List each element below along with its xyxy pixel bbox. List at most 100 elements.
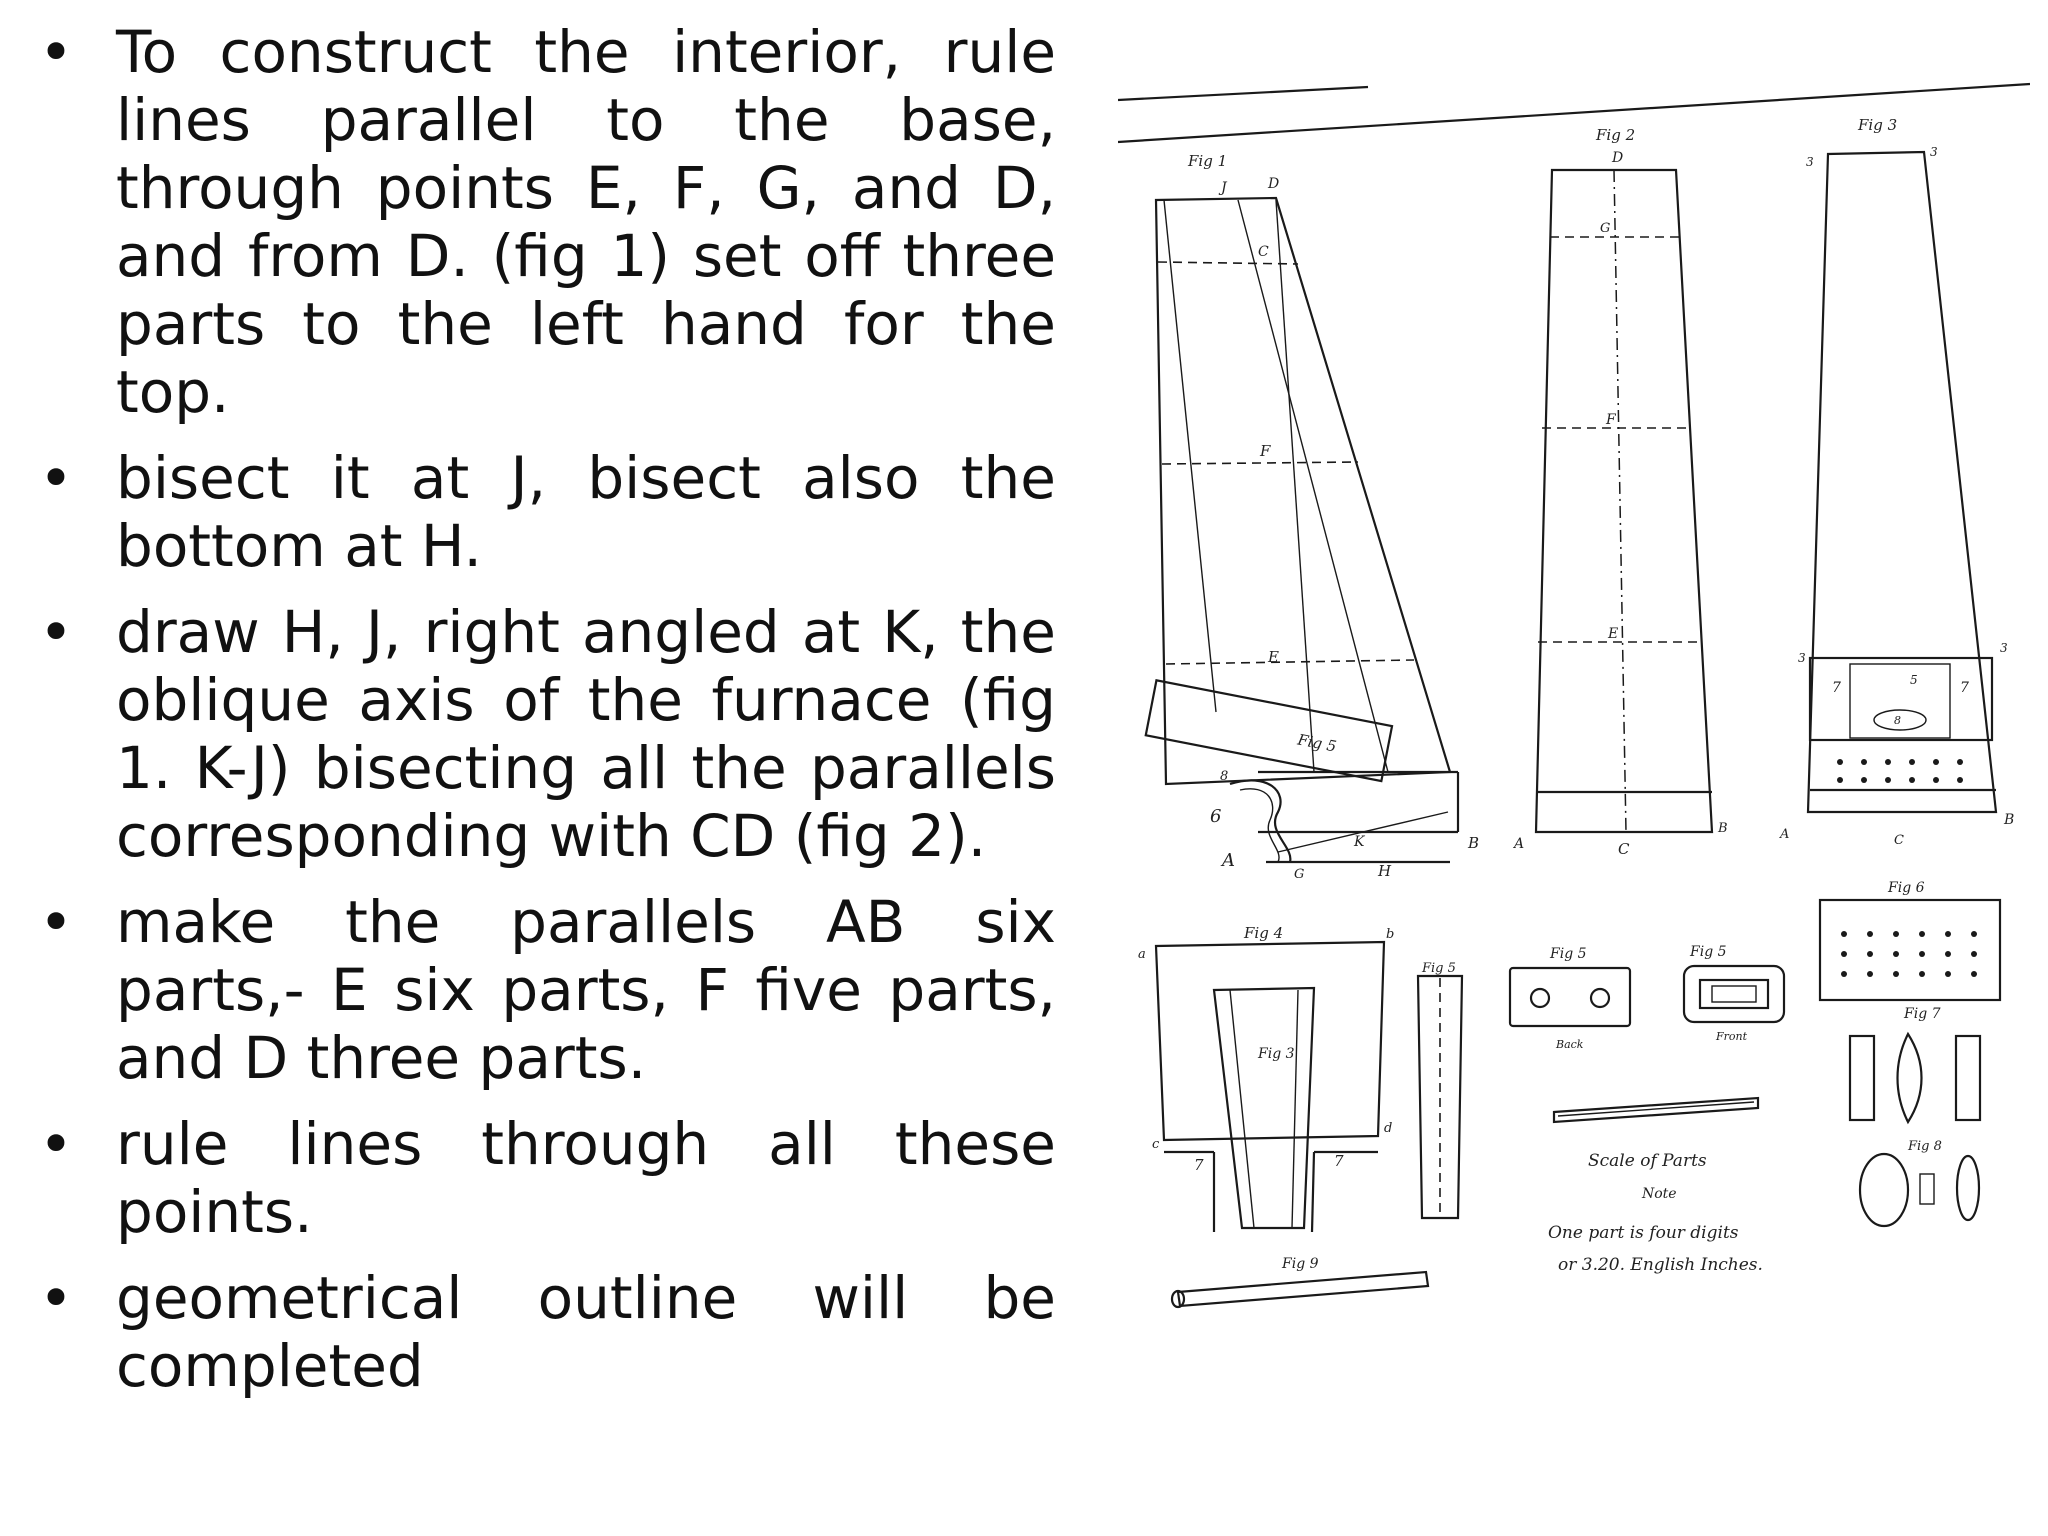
bullet-item: •bisect it at J, bisect also the bottom …: [30, 444, 1056, 580]
fig-5-back-label: Fig 5: [1549, 946, 1587, 962]
fig-4-corner-d: d: [1384, 1121, 1392, 1136]
fig-3-label: Fig 3: [1857, 116, 1897, 134]
fig-4-point-7-left: 7: [1194, 1156, 1204, 1174]
top-rule-left: [1118, 85, 1369, 102]
fig-4-plate: [1154, 940, 1386, 1142]
fig-1-label: Fig 1: [1187, 152, 1227, 170]
fig-6-holes: [1841, 931, 1977, 977]
bullet-item: •make the parallels AB six parts,- E six…: [30, 888, 1056, 1092]
fig-4-corner-b: b: [1386, 927, 1394, 942]
fig-1-axis: [1237, 199, 1389, 773]
note-line-2: or 3.20. English Inches.: [1558, 1255, 1763, 1275]
fig-2-point-d: D: [1611, 150, 1623, 166]
fig-4-step-right-down: [1310, 1151, 1316, 1233]
fig-3-point-3-mid-left: 3: [1798, 651, 1806, 665]
fig-1: Fig 1 J D C F E: [1154, 152, 1479, 882]
fig-3-point-3-top-left: 3: [1806, 155, 1814, 169]
bullet-text: rule lines through all these points.: [116, 1110, 1056, 1246]
fig-1-point-a: A: [1220, 850, 1235, 871]
fig-6: Fig 6: [1818, 880, 2002, 1002]
bullet-dot: •: [38, 444, 74, 512]
fig-8-block: [1919, 1173, 1935, 1205]
fig-9: Fig 9: [1170, 1256, 1430, 1309]
fig-1-parallel-c: [1157, 261, 1299, 265]
fig-5-inset-label: Fig 5: [1295, 730, 1338, 755]
fig-1-grate-inner: [1239, 788, 1280, 863]
fig-5-back-hole-left: [1529, 987, 1551, 1009]
bullet-item: • To construct the interior, rule lines p…: [30, 18, 1056, 426]
fig-3-point-7-left: 7: [1832, 680, 1841, 696]
fig-2-point-c: C: [1618, 840, 1630, 858]
bullet-dot: •: [38, 598, 74, 666]
fig-7-bar-left: [1848, 1034, 1876, 1122]
furnace-drawing: Fig 1 J D C F E: [1118, 72, 2030, 1340]
fig-1-parallel-e: [1165, 659, 1415, 665]
fig-9-bar-end: [1170, 1289, 1186, 1309]
bullet-text: To construct the interior, rule lines pa…: [116, 18, 1056, 426]
fig-3: Fig 3 3 3 7 7 5 8 3 3 A B C: [1779, 116, 2014, 848]
fig-3-point-a: A: [1779, 827, 1789, 842]
bullet-item: •rule lines through all these points.: [30, 1110, 1056, 1246]
fig-1-point-k: K: [1353, 834, 1366, 850]
fig-3-outline: [1806, 150, 1998, 814]
fig-4: Fig 4 a b Fig 3 c d 7 7: [1138, 924, 1394, 1233]
fig-7: Fig 7: [1848, 1006, 1982, 1125]
bullet-text: draw H, J, right angled at K, the obliqu…: [116, 598, 1056, 870]
fig-4-corner-a: a: [1138, 947, 1146, 962]
fig-7-bar-curved: [1896, 1031, 1923, 1125]
fig-3-point-5: 5: [1910, 673, 1918, 687]
fig-5-back: Fig 5 Back: [1508, 946, 1632, 1051]
fig-1-point-b: B: [1467, 834, 1479, 852]
fig-2-label: Fig 2: [1595, 126, 1635, 144]
fig-1-outline: [1154, 196, 1452, 786]
fig-4-flue: [1212, 986, 1316, 1230]
fig-6-plate: [1818, 898, 2002, 1002]
fig-4-point-7-right: 7: [1334, 1152, 1344, 1170]
fig-7-label: Fig 7: [1903, 1006, 1941, 1022]
fig-3-point-8: 8: [1894, 714, 1901, 727]
fig-2-point-b: B: [1717, 821, 1728, 836]
fig-3-point-c: C: [1894, 833, 1904, 848]
bullet-text: geometrical outline will be completed: [116, 1264, 1056, 1400]
fig-1-point-e: E: [1267, 648, 1279, 666]
fig-4-inner-label: Fig 3: [1257, 1046, 1295, 1062]
scale-caption: Scale of Parts: [1588, 1151, 1707, 1171]
bullet-dot: •: [38, 18, 74, 86]
fig-1-point-f: F: [1259, 442, 1271, 460]
fig-9-bar: [1176, 1270, 1430, 1308]
fig-1-k-line: [1277, 811, 1449, 853]
fig-1-point-h: H: [1377, 862, 1392, 880]
fig-1-point-c: C: [1258, 244, 1269, 260]
fig-8-disc-large: [1858, 1152, 1910, 1228]
fig-3-firebox: [1808, 656, 1994, 742]
fig-1-parallel-f: [1161, 461, 1359, 465]
fig-8: Fig 8: [1858, 1139, 1981, 1228]
fig-2-outline: [1534, 168, 1714, 834]
bullet-dot: •: [38, 1264, 74, 1332]
fig-5-back-hole-right: [1589, 987, 1611, 1009]
bullet-item: • geometrical outline will be completed: [30, 1264, 1056, 1400]
fig-1-grate: [1229, 779, 1292, 863]
bullet-list: • To construct the interior, rule lines p…: [30, 18, 1056, 1400]
text-column: • To construct the interior, rule lines p…: [30, 18, 1056, 1418]
top-rule-long: [1118, 82, 2030, 144]
fig-9-label: Fig 9: [1281, 1256, 1319, 1272]
fig-5-front: Fig 5 Front: [1682, 944, 1786, 1043]
bullet-item: • draw H, J, right angled at K, the obliq…: [30, 598, 1056, 870]
fig-5-front-caption: Front: [1715, 1030, 1748, 1043]
fig-3-firebox-inner: [1849, 663, 1951, 739]
fig-1-point-8: 8: [1220, 769, 1228, 784]
fig-3-point-3-mid-right: 3: [2000, 641, 2008, 655]
fig-2-point-a: A: [1512, 836, 1524, 852]
fig-3-door: [1873, 709, 1927, 731]
fig-1-point-d: D: [1267, 176, 1279, 192]
scale-bar: [1552, 1096, 1760, 1124]
fig-5-front-label: Fig 5: [1689, 944, 1727, 960]
fig-2-axis: [1613, 169, 1627, 833]
fig-5-front-opening-inner: [1711, 985, 1757, 1003]
fig-1-point-g: G: [1294, 867, 1304, 882]
note-line-1: One part is four digits: [1548, 1223, 1739, 1243]
fig-5-front-plate: [1682, 964, 1786, 1024]
fig-2: Fig 2 D G F E A B C: [1512, 126, 1728, 858]
